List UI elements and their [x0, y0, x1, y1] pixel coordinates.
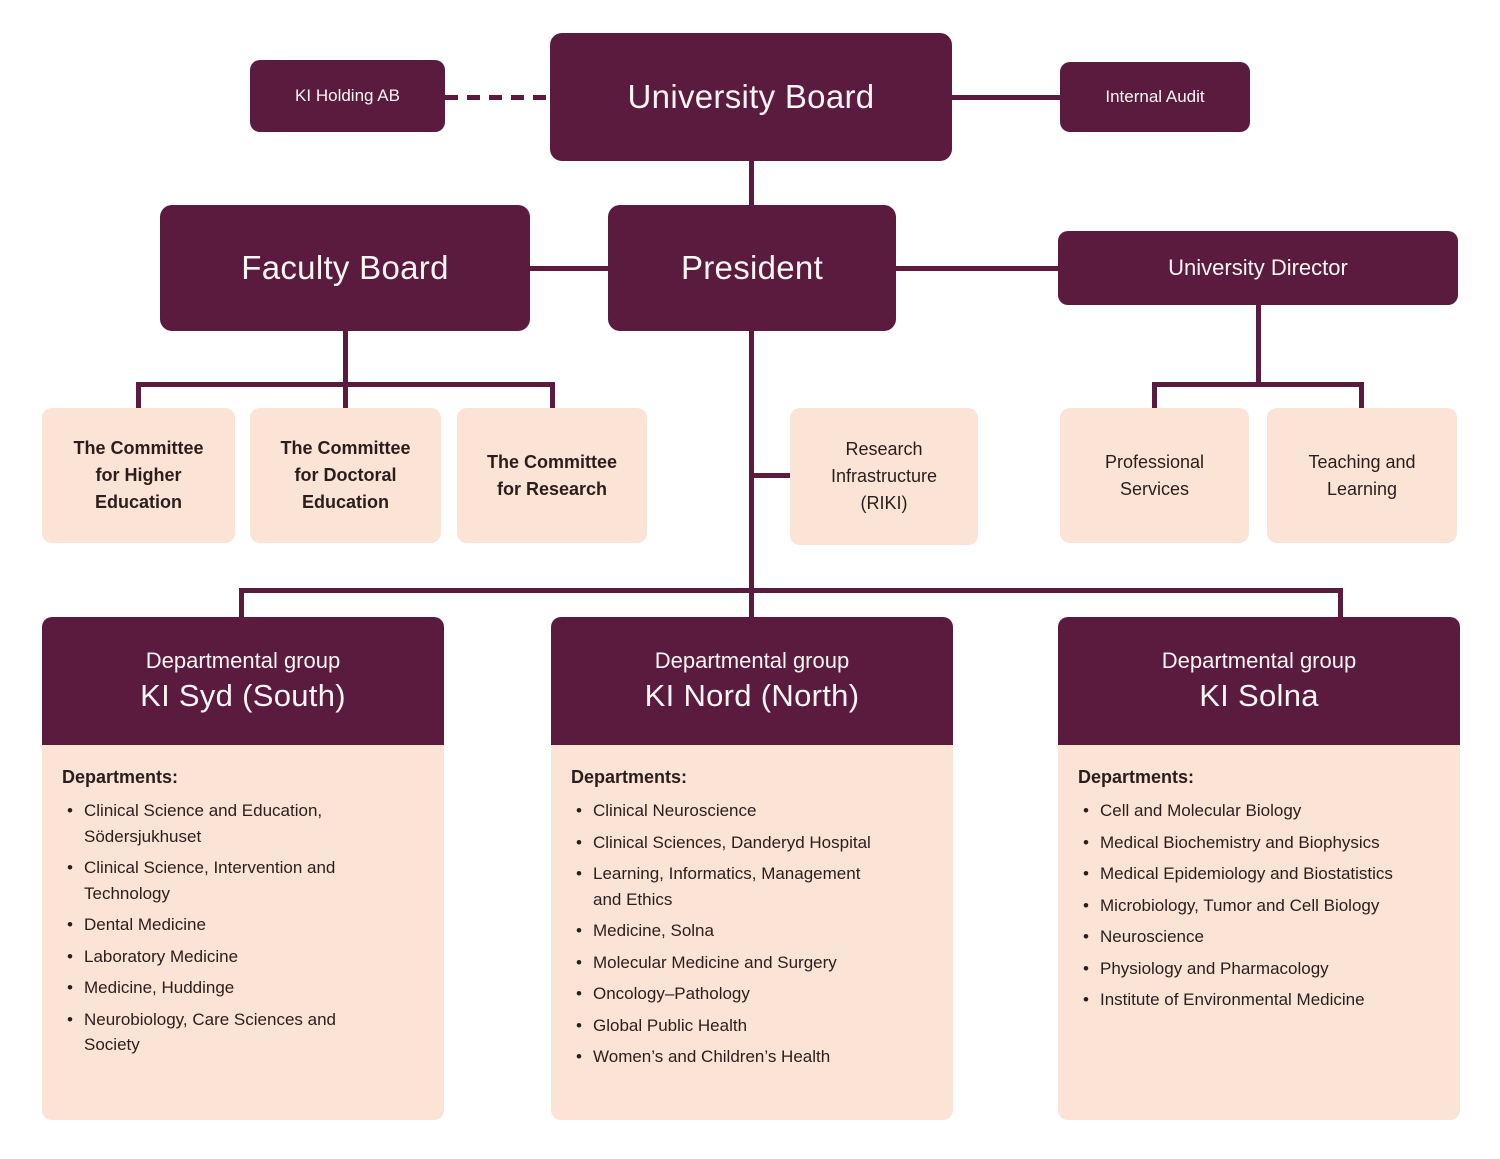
department-item: Oncology–Pathology: [571, 981, 889, 1007]
connector-drop-committee-doctoral: [343, 382, 348, 412]
connector-drop-teaching-learning: [1359, 382, 1364, 412]
university-board-label: University Board: [627, 78, 875, 115]
group-ki-solna-body: Departments: Cell and Molecular Biology …: [1058, 745, 1460, 1120]
university-director-label: University Director: [1168, 255, 1348, 280]
research-infrastructure-box: Research Infrastructure (RIKI): [790, 408, 978, 545]
departments-heading: Departments:: [62, 767, 179, 787]
group-ki-syd-header: Departmental group KI Syd (South): [42, 617, 444, 745]
internal-audit-box: Internal Audit: [1060, 62, 1250, 132]
internal-audit-label: Internal Audit: [1105, 87, 1205, 106]
connector-drop-committee-higher: [136, 382, 141, 412]
group-ki-nord: Departmental group KI Nord (North) Depar…: [551, 617, 953, 1120]
department-list: Clinical Science and Education, Södersju…: [62, 798, 380, 1058]
department-item: Microbiology, Tumor and Cell Biology: [1078, 893, 1396, 919]
connector-faculty-president: [530, 266, 608, 271]
department-item: Physiology and Pharmacology: [1078, 956, 1396, 982]
ki-holding-label: KI Holding AB: [295, 86, 400, 105]
professional-services-label: Professional Services: [1104, 451, 1205, 499]
president-box: President: [608, 205, 896, 331]
department-item: Women’s and Children’s Health: [571, 1044, 889, 1070]
group-ki-solna-subtitle: Departmental group: [1161, 648, 1357, 673]
connector-board-president: [749, 161, 754, 205]
connector-board-internal-audit: [952, 95, 1060, 100]
group-ki-nord-header: Departmental group KI Nord (North): [551, 617, 953, 745]
connector-drop-ki-syd: [239, 588, 244, 620]
connector-director-branch-bar: [1152, 382, 1364, 387]
president-label: President: [680, 249, 824, 286]
group-ki-syd-title: KI Syd (South): [140, 678, 346, 713]
department-item: Laboratory Medicine: [62, 944, 380, 970]
professional-services-box: Professional Services: [1060, 408, 1249, 543]
connector-dashed-ki-holding-board: [445, 95, 550, 100]
committee-higher-education-label: The Committee for Higher Education: [73, 438, 204, 512]
connector-groups-bar: [239, 588, 1343, 593]
department-item: Neurobiology, Care Sciences and Society: [62, 1007, 380, 1058]
university-board-box: University Board: [550, 33, 952, 161]
department-item: Medical Epidemiology and Biostatistics: [1078, 861, 1396, 887]
department-item: Cell and Molecular Biology: [1078, 798, 1396, 824]
committee-research-label: The Committee for Research: [486, 451, 618, 499]
department-item: Learning, Informatics, Management and Et…: [571, 861, 889, 912]
university-director-box: University Director: [1058, 231, 1458, 305]
faculty-board-label: Faculty Board: [241, 249, 449, 286]
department-item: Institute of Environmental Medicine: [1078, 987, 1396, 1013]
committee-doctoral-education-label: The Committee for Doctoral Education: [280, 438, 411, 512]
department-item: Medicine, Huddinge: [62, 975, 380, 1001]
department-item: Clinical Science, Intervention and Techn…: [62, 855, 380, 906]
department-item: Global Public Health: [571, 1013, 889, 1039]
connector-president-director: [896, 266, 1058, 271]
connector-drop-committee-research: [550, 382, 555, 412]
department-item: Molecular Medicine and Surgery: [571, 950, 889, 976]
connector-director-stem: [1256, 305, 1261, 386]
group-ki-syd-subtitle: Departmental group: [145, 648, 341, 673]
group-ki-syd: Departmental group KI Syd (South) Depart…: [42, 617, 444, 1120]
group-ki-solna: Departmental group KI Solna Departments:…: [1058, 617, 1460, 1120]
group-ki-solna-title: KI Solna: [1199, 678, 1319, 713]
departments-heading: Departments:: [571, 767, 688, 787]
group-ki-nord-title: KI Nord (North): [644, 678, 860, 713]
department-item: Clinical Neuroscience: [571, 798, 889, 824]
department-item: Medical Biochemistry and Biophysics: [1078, 830, 1396, 856]
department-list: Clinical Neuroscience Clinical Sciences,…: [571, 798, 889, 1070]
committee-higher-education-box: The Committee for Higher Education: [42, 408, 235, 543]
faculty-board-box: Faculty Board: [160, 205, 530, 331]
teaching-learning-box: Teaching and Learning: [1267, 408, 1457, 543]
committee-research-box: The Committee for Research: [457, 408, 647, 543]
connector-stub-riki: [753, 473, 792, 478]
group-ki-syd-body: Departments: Clinical Science and Educat…: [42, 745, 444, 1120]
departments-heading: Departments:: [1078, 767, 1195, 787]
connector-drop-professional-services: [1152, 382, 1157, 412]
committee-doctoral-education-box: The Committee for Doctoral Education: [250, 408, 441, 543]
department-item: Clinical Science and Education, Södersju…: [62, 798, 380, 849]
department-item: Medicine, Solna: [571, 918, 889, 944]
research-infrastructure-label: Research Infrastructure (RIKI): [830, 439, 938, 513]
connector-president-stem: [749, 331, 754, 620]
connector-faculty-branch-stem: [343, 331, 348, 386]
department-item: Neuroscience: [1078, 924, 1396, 950]
teaching-learning-label: Teaching and Learning: [1308, 451, 1416, 499]
group-ki-solna-header: Departmental group KI Solna: [1058, 617, 1460, 745]
group-ki-nord-subtitle: Departmental group: [654, 648, 850, 673]
department-item: Clinical Sciences, Danderyd Hospital: [571, 830, 889, 856]
department-list: Cell and Molecular Biology Medical Bioch…: [1078, 798, 1396, 1013]
ki-holding-box: KI Holding AB: [250, 60, 445, 132]
group-ki-nord-body: Departments: Clinical Neuroscience Clini…: [551, 745, 953, 1120]
department-item: Dental Medicine: [62, 912, 380, 938]
connector-drop-ki-solna: [1338, 588, 1343, 620]
